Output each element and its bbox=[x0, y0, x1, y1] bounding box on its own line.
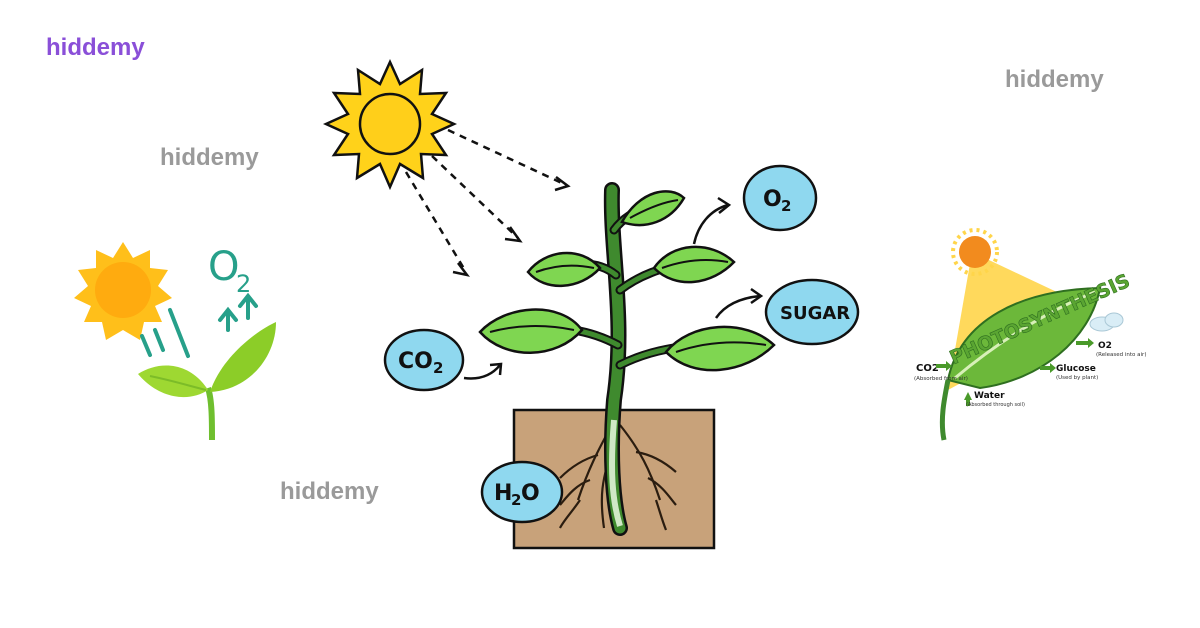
svg-text:O: O bbox=[208, 244, 239, 290]
svg-text:2: 2 bbox=[433, 359, 443, 377]
roots bbox=[559, 424, 677, 531]
svg-text:Glucose: Glucose bbox=[1056, 364, 1096, 374]
right-photosynthesis-infographic: PHOTOSYNTHESIS CO2 (Absorbed from air) G… bbox=[914, 228, 1146, 441]
svg-text:O: O bbox=[763, 187, 782, 212]
cloud-icon bbox=[1089, 312, 1124, 332]
sugar-bubble: SUGAR bbox=[764, 278, 860, 346]
svg-text:(Absorbed through soil): (Absorbed through soil) bbox=[966, 402, 1025, 408]
svg-text:O2: O2 bbox=[1098, 341, 1112, 351]
svg-text:O: O bbox=[521, 481, 540, 506]
co2-bubble: CO 2 bbox=[383, 328, 465, 392]
sun-icon bbox=[322, 58, 458, 191]
svg-text:(Released into air): (Released into air) bbox=[1096, 352, 1146, 358]
svg-text:CO: CO bbox=[398, 349, 433, 374]
svg-text:H: H bbox=[494, 481, 512, 506]
svg-text:2: 2 bbox=[781, 197, 791, 215]
svg-text:(Used by plant): (Used by plant) bbox=[1056, 375, 1098, 381]
svg-text:Water: Water bbox=[974, 391, 1005, 401]
h2o-bubble: H 2 O bbox=[480, 460, 564, 524]
svg-text:(Absorbed from air): (Absorbed from air) bbox=[914, 376, 968, 382]
output-arrows bbox=[463, 196, 764, 380]
plant-leaves bbox=[478, 190, 776, 372]
watermark: hiddemy bbox=[1005, 66, 1104, 93]
svg-text:2: 2 bbox=[236, 270, 251, 298]
brand-logo-text: hiddemy bbox=[46, 34, 145, 61]
svg-text:CO2: CO2 bbox=[916, 363, 939, 374]
svg-text:SUGAR: SUGAR bbox=[780, 303, 850, 324]
svg-text:2: 2 bbox=[511, 491, 521, 509]
watermark: hiddemy bbox=[280, 478, 379, 505]
sunlight-arrows bbox=[404, 128, 567, 273]
watermark: hiddemy bbox=[160, 144, 259, 171]
sun-icon bbox=[74, 242, 172, 340]
left-photosynthesis-icon: O 2 bbox=[74, 242, 276, 441]
o2-bubble: O 2 bbox=[742, 164, 818, 232]
